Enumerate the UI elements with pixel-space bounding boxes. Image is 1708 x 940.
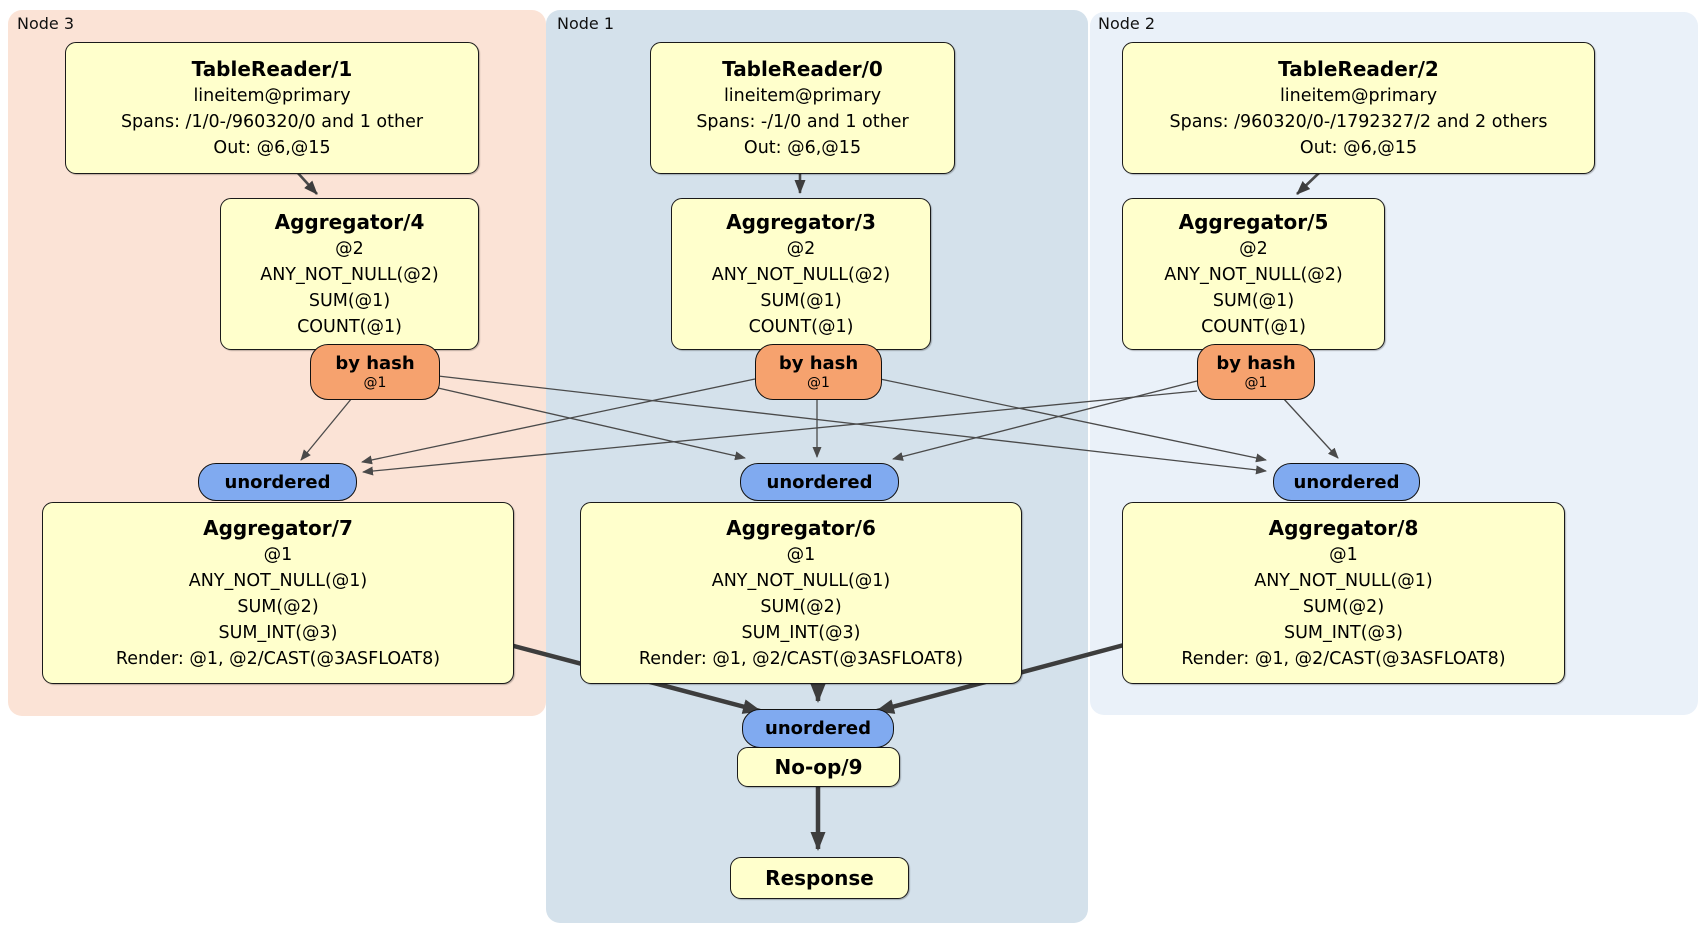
stream-label: unordered [224,471,331,493]
router-label: by hash [335,353,415,374]
plan-node-aggregator-6: Aggregator/6 @1 ANY_NOT_NULL(@1) SUM(@2)… [580,502,1022,684]
node-title: TableReader/2 [1278,57,1439,81]
node-detail: SUM_INT(@3) [741,623,861,643]
node-detail: SUM_INT(@3) [1284,623,1403,643]
router-key: @1 [363,375,387,391]
edge-bh4-to-un6 [437,387,746,461]
plan-node-noop-9: No-op/9 [737,747,900,787]
node-detail: ANY_NOT_NULL(@2) [1164,265,1343,285]
router-label: by hash [1216,353,1296,374]
edge-bh5-to-un7 [362,390,1198,476]
node-detail: ANY_NOT_NULL(@1) [188,571,368,591]
node-detail: ANY_NOT_NULL(@1) [1254,571,1433,591]
node-detail: Render: @1, @2/CAST(@3ASFLOAT8) [638,649,964,669]
node-detail: COUNT(@1) [297,317,402,337]
node-detail: SUM(@1) [308,291,391,311]
node-detail: SUM(@2) [1302,597,1385,617]
edge-bh4-to-un8 [437,375,1267,475]
node-detail: @2 [1239,239,1268,259]
node-detail: @2 [335,239,364,259]
node-detail: Spans: -/1/0 and 1 other [696,112,909,132]
stream-unordered-7: unordered [198,463,357,501]
node-detail: ANY_NOT_NULL(@2) [260,265,439,285]
node-detail: Out: @6,@15 [743,138,862,158]
plan-node-tablereader-0: TableReader/0 lineitem@primary Spans: -/… [650,42,955,174]
node-detail: Render: @1, @2/CAST(@3ASFLOAT8) [115,649,441,669]
node-title: Aggregator/7 [203,516,353,540]
edge-tr1-to-agg4 [296,171,318,195]
node-detail: COUNT(@1) [1201,317,1306,337]
plan-node-aggregator-3: Aggregator/3 @2 ANY_NOT_NULL(@2) SUM(@1)… [671,198,931,350]
panel-label-node3: Node 3 [17,14,75,33]
node-title: TableReader/1 [191,57,353,81]
node-detail: Spans: /960320/0-/1792327/2 and 2 others [1169,112,1548,132]
plan-node-aggregator-4: Aggregator/4 @2 ANY_NOT_NULL(@2) SUM(@1)… [220,198,479,350]
stream-unordered-final: unordered [742,709,894,748]
edge-bh5-to-un6 [892,380,1198,461]
panel-label-node2: Node 2 [1098,14,1156,33]
node-title: TableReader/0 [722,57,883,81]
router-label: by hash [778,353,859,374]
node-detail: @1 [263,545,293,565]
node-detail: SUM(@2) [237,597,319,617]
edge-bh4-to-un7 [300,397,353,461]
stream-label: unordered [1293,471,1400,493]
node-title: No-op/9 [774,755,863,779]
node-title: Aggregator/5 [1178,210,1329,234]
stream-label: unordered [766,471,873,493]
node-detail: lineitem@primary [193,86,351,106]
edge-bh3-to-un7 [361,378,756,465]
node-title: Aggregator/4 [274,210,425,234]
node-detail: SUM_INT(@3) [218,623,338,643]
node-detail: Spans: /1/0-/960320/0 and 1 other [120,112,424,132]
node-detail: SUM(@2) [760,597,842,617]
node-detail: Out: @6,@15 [1299,138,1418,158]
edge-bh3-to-un8 [879,378,1267,463]
node-detail: @2 [786,239,816,259]
router-key: @1 [807,375,830,391]
node-detail: SUM(@1) [1212,291,1295,311]
node-title: Aggregator/8 [1268,516,1419,540]
node-detail: lineitem@primary [1279,86,1438,106]
router-by-hash-4: by hash @1 [310,344,440,400]
panel-label-node1: Node 1 [557,14,615,33]
node-detail: lineitem@primary [723,86,882,106]
stream-label: unordered [765,718,871,739]
node-title: Aggregator/6 [726,516,876,540]
node-detail: ANY_NOT_NULL(@2) [711,265,891,285]
plan-node-aggregator-8: Aggregator/8 @1 ANY_NOT_NULL(@1) SUM(@2)… [1122,502,1565,684]
node-title: Response [765,866,874,890]
node-detail: @1 [786,545,816,565]
node-detail: @1 [1329,545,1358,565]
plan-node-aggregator-7: Aggregator/7 @1 ANY_NOT_NULL(@1) SUM(@2)… [42,502,514,684]
node-detail: Render: @1, @2/CAST(@3ASFLOAT8) [1181,649,1506,669]
plan-node-tablereader-1: TableReader/1 lineitem@primary Spans: /1… [65,42,479,174]
node-detail: Out: @6,@15 [213,138,331,158]
plan-node-response: Response [730,857,909,899]
plan-node-aggregator-5: Aggregator/5 @2 ANY_NOT_NULL(@2) SUM(@1)… [1122,198,1385,350]
node-detail: ANY_NOT_NULL(@1) [711,571,891,591]
node-detail: SUM(@1) [760,291,842,311]
stream-unordered-8: unordered [1273,463,1420,501]
plan-node-tablereader-2: TableReader/2 lineitem@primary Spans: /9… [1122,42,1595,174]
edge-tr2-to-agg5 [1296,171,1321,195]
router-key: @1 [1244,375,1268,391]
stream-unordered-6: unordered [740,463,899,501]
node-title: Aggregator/3 [726,210,876,234]
router-by-hash-3: by hash @1 [755,344,882,400]
node-detail: COUNT(@1) [748,317,854,337]
router-by-hash-5: by hash @1 [1197,344,1315,400]
edge-bh5-to-un8 [1282,397,1339,459]
